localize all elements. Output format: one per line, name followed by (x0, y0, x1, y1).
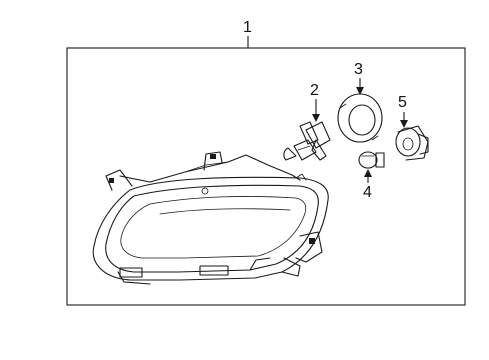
callout-5-label: 5 (398, 94, 407, 111)
callout-3-label: 3 (354, 61, 363, 78)
callout-3-arrow-icon (356, 87, 364, 95)
bracket-slot-icon (109, 178, 114, 183)
tab-slot-icon (210, 154, 216, 159)
assembly-frame (66, 47, 466, 306)
callout-1-label: 1 (243, 19, 252, 36)
side-marker-bulb (358, 151, 385, 169)
headlamp-bulb (283, 121, 331, 161)
callout-2-label: 2 (310, 82, 319, 99)
lower-tab-left (119, 267, 143, 278)
callout-4-label: 4 (363, 184, 372, 201)
callout-5-arrow-icon (400, 120, 408, 128)
mount-slot-icon (309, 238, 315, 244)
callout-4-arrow-icon (364, 169, 372, 177)
callout-2-arrow-icon (312, 114, 320, 122)
headlamp-assembly (92, 151, 329, 285)
retaining-ring (337, 93, 383, 143)
lower-tab-center (199, 265, 229, 276)
bulb-socket (395, 125, 429, 161)
